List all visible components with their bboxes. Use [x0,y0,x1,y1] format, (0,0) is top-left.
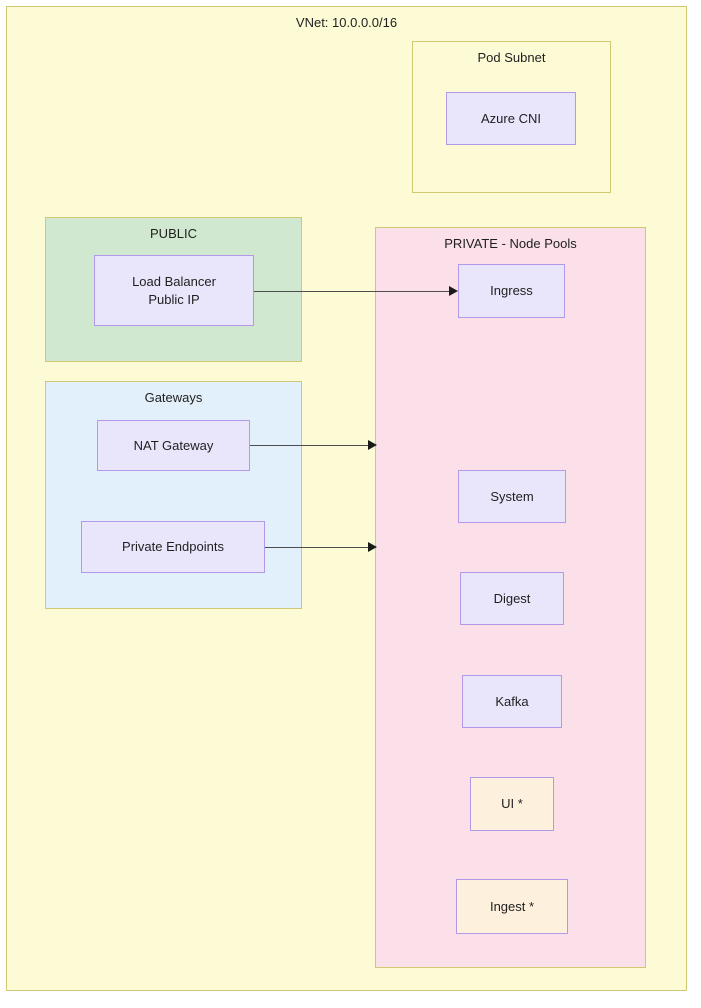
node-ingest[interactable]: Ingest * [456,879,568,934]
node-ui[interactable]: UI * [470,777,554,831]
node-private-endpoints-label: Private Endpoints [122,539,224,555]
node-system-label: System [490,488,534,504]
node-private-endpoints[interactable]: Private Endpoints [81,521,265,573]
container-public-label: PUBLIC [150,226,197,241]
node-system[interactable]: System [458,470,566,523]
node-kafka[interactable]: Kafka [462,675,562,728]
node-load-balancer-public-ip[interactable]: Load Balancer Public IP [94,255,254,326]
node-nat-gateway-label: NAT Gateway [133,437,214,453]
arrow-nat-gateway-to-private-head [368,440,377,450]
container-pod-subnet: Pod Subnet [412,41,611,193]
node-azure-cni[interactable]: Azure CNI [446,92,576,145]
node-ingress-label: Ingress [490,283,533,299]
node-ingress[interactable]: Ingress [458,264,565,318]
node-ingest-label: Ingest * [489,898,535,914]
arrow-nat-gateway-to-private [250,445,368,446]
container-gateways: Gateways [45,381,302,609]
arrow-private-endpoints-to-private-head [368,542,377,552]
container-private-node-pools-label: PRIVATE - Node Pools [444,236,577,251]
node-kafka-label: Kafka [495,693,529,709]
arrow-load-balancer-to-ingress [254,291,449,292]
node-azure-cni-label: Azure CNI [481,110,541,126]
arrow-load-balancer-to-ingress-head [449,286,458,296]
container-gateways-label: Gateways [144,390,203,405]
container-vnet-label: VNet: 10.0.0.0/16 [295,15,398,30]
node-ui-label: UI * [501,796,523,812]
node-nat-gateway[interactable]: NAT Gateway [97,420,250,471]
container-pod-subnet-label: Pod Subnet [477,50,546,65]
arrow-private-endpoints-to-private [265,547,368,548]
node-digest[interactable]: Digest [460,572,564,625]
node-digest-label: Digest [493,590,531,606]
node-load-balancer-public-ip-label: Load Balancer Public IP [132,273,216,307]
